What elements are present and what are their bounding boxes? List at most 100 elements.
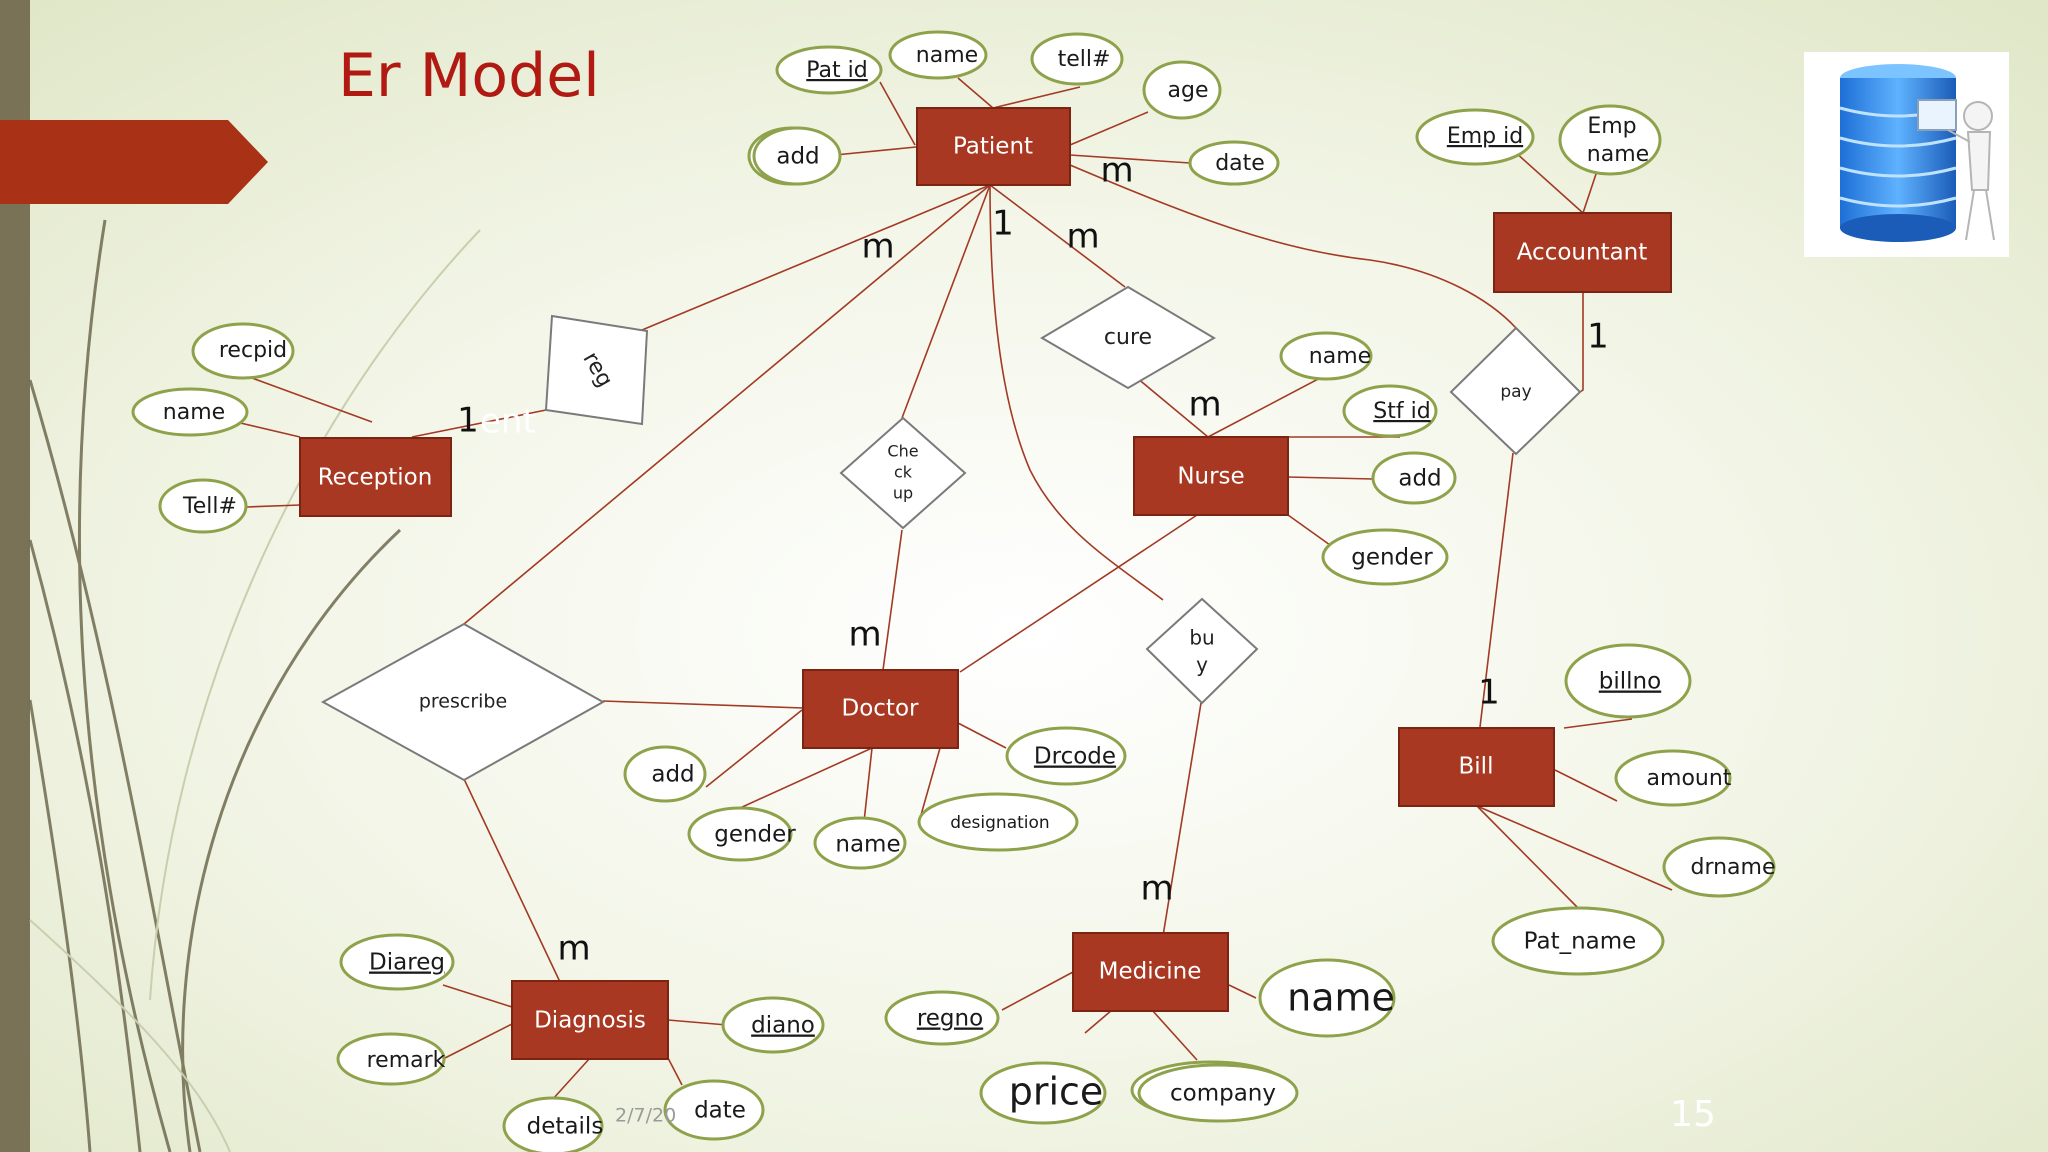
attribute-bill-billno-label: billno	[1599, 669, 1661, 695]
attribute-diagnosis-diareg[interactable]: Diareg	[339, 933, 455, 991]
entity-nurse[interactable]: Nurse	[1133, 436, 1289, 516]
attribute-medicine-company-label: company	[1170, 1081, 1276, 1107]
cardinality-patient-cure-m: m	[1066, 217, 1099, 257]
cardinality-patient-1: 1	[992, 204, 1014, 244]
relationship-buy-label-2: y	[1196, 653, 1208, 677]
relationship-prescribe[interactable]: prescribe	[320, 622, 606, 782]
attribute-diagnosis-remark-label: remark	[367, 1048, 446, 1073]
attribute-diagnosis-remark[interactable]: remark	[336, 1032, 446, 1086]
attribute-nurse-gender[interactable]: gender	[1321, 528, 1449, 586]
attribute-patient-pat-id-label: Pat id	[806, 58, 867, 83]
connector-lines	[193, 77, 1673, 1101]
relationship-reg[interactable]: reg	[544, 314, 649, 426]
entity-doctor[interactable]: Doctor	[802, 669, 959, 749]
attribute-patient-add[interactable]: add	[747, 126, 842, 186]
entity-medicine-label: Medicine	[1099, 959, 1202, 985]
cardinality-doctor-m: m	[848, 615, 881, 655]
attribute-medicine-name[interactable]: name	[1258, 958, 1396, 1038]
attribute-medicine-regno-label: regno	[917, 1006, 983, 1032]
attribute-accountant-emp-name-label-1: Emp	[1587, 114, 1636, 139]
attribute-bill-pat-name-label: Pat_name	[1524, 929, 1637, 955]
slide-title: Er Model	[338, 41, 600, 111]
attribute-diagnosis-details[interactable]: details	[502, 1096, 604, 1152]
attribute-diagnosis-diareg-label: Diareg	[369, 950, 445, 976]
entity-patient[interactable]: Patient	[916, 107, 1071, 186]
attribute-patient-date[interactable]: date	[1188, 140, 1280, 186]
entity-accountant[interactable]: Accountant	[1493, 212, 1672, 293]
entity-doctor-label: Doctor	[842, 696, 920, 722]
relationship-checkup-label-2: ck	[894, 463, 913, 482]
attribute-nurse-name-label: name	[1309, 344, 1371, 369]
attribute-patient-tell[interactable]: tell#	[1030, 32, 1124, 86]
attribute-accountant-emp-id-label: Emp id	[1447, 124, 1523, 149]
attribute-patient-age[interactable]: age	[1142, 60, 1222, 120]
attribute-bill-amount[interactable]: amount	[1614, 749, 1732, 807]
attribute-nurse-name[interactable]: name	[1279, 331, 1373, 381]
attribute-patient-age-label: age	[1168, 78, 1209, 103]
entity-diagnosis-label: Diagnosis	[534, 1008, 646, 1034]
attribute-doctor-drcode[interactable]: Drcode	[1005, 726, 1127, 786]
cardinality-patient-reg-m: m	[861, 227, 894, 267]
attribute-reception-recpid[interactable]: recpid	[191, 322, 295, 380]
entity-medicine[interactable]: Medicine	[1072, 932, 1229, 1012]
relationship-checkup-label-1: Che	[887, 442, 918, 461]
attribute-medicine-name-label: name	[1287, 976, 1395, 1020]
entity-bill-label: Bill	[1459, 754, 1494, 780]
attribute-diagnosis-date-label: date	[694, 1098, 746, 1124]
attribute-diagnosis-diano-label: diano	[751, 1013, 815, 1039]
attribute-bill-drname[interactable]: drname	[1662, 836, 1776, 898]
attribute-doctor-designation[interactable]: designation	[917, 792, 1079, 852]
relationship-buy[interactable]: bu y	[1145, 597, 1259, 705]
relationship-prescribe-label: prescribe	[419, 691, 507, 713]
entity-reception[interactable]: Reception	[299, 437, 452, 517]
attribute-reception-name[interactable]: name	[131, 387, 249, 437]
attribute-medicine-company[interactable]: company	[1130, 1060, 1299, 1123]
entity-patient-label: Patient	[953, 134, 1033, 160]
attribute-diagnosis-details-label: details	[527, 1114, 604, 1140]
relationship-buy-label-1: bu	[1189, 626, 1214, 650]
attribute-nurse-add[interactable]: add	[1371, 451, 1457, 505]
attribute-patient-name[interactable]: name	[888, 30, 988, 80]
entity-nurse-label: Nurse	[1177, 464, 1244, 490]
attribute-doctor-name[interactable]: name	[813, 816, 907, 870]
attribute-accountant-emp-id[interactable]: Emp id	[1415, 108, 1535, 166]
cardinality-bill-1: 1	[1478, 673, 1500, 713]
attribute-nurse-stf-id-label: Stf id	[1373, 399, 1430, 424]
attribute-nurse-add-label: add	[1398, 466, 1441, 492]
attribute-doctor-gender[interactable]: gender	[687, 806, 796, 862]
attribute-bill-pat-name[interactable]: Pat_name	[1491, 906, 1665, 976]
attribute-medicine-price[interactable]: price	[979, 1061, 1107, 1125]
attribute-doctor-gender-label: gender	[714, 822, 796, 848]
cardinality-reception-1: 1	[457, 401, 479, 441]
attribute-diagnosis-diano[interactable]: diano	[721, 996, 825, 1054]
decorative-grass-light	[29, 229, 481, 1152]
attribute-reception-name-label: name	[163, 400, 225, 425]
reception-fragment-text: ent	[480, 402, 536, 442]
attribute-bill-drname-label: drname	[1690, 855, 1775, 880]
page-number: 15	[1670, 1094, 1716, 1135]
cardinality-diagnosis-m: m	[557, 929, 590, 969]
attribute-doctor-drcode-label: Drcode	[1034, 744, 1116, 770]
attribute-reception-tell-label: Tell#	[182, 494, 237, 519]
attribute-patient-name-label: name	[916, 43, 978, 68]
entity-reception-label: Reception	[318, 465, 433, 491]
attribute-bill-amount-label: amount	[1647, 766, 1732, 791]
relationship-cure[interactable]: cure	[1040, 285, 1216, 390]
attribute-medicine-price-label: price	[1009, 1070, 1104, 1114]
relationship-pay[interactable]: pay	[1449, 326, 1582, 456]
attribute-doctor-designation-label: designation	[950, 813, 1049, 833]
attribute-patient-pat-id[interactable]: Pat id	[775, 45, 883, 95]
attribute-nurse-stf-id[interactable]: Stf id	[1342, 384, 1438, 438]
attribute-bill-billno[interactable]: billno	[1564, 643, 1692, 719]
attribute-medicine-regno[interactable]: regno	[884, 990, 1000, 1046]
entity-bill[interactable]: Bill	[1398, 727, 1555, 807]
relationship-checkup[interactable]: Che ck up	[839, 416, 967, 530]
entity-diagnosis[interactable]: Diagnosis	[511, 980, 669, 1060]
relationship-pay-label: pay	[1500, 382, 1531, 402]
decorative-grass	[28, 219, 402, 1152]
attribute-doctor-add[interactable]: add	[623, 745, 707, 803]
attribute-reception-tell[interactable]: Tell#	[158, 478, 248, 534]
attribute-diagnosis-date[interactable]: date	[663, 1079, 765, 1141]
attribute-accountant-emp-name[interactable]: Emp name	[1558, 104, 1662, 176]
arrow-banner	[0, 120, 268, 204]
